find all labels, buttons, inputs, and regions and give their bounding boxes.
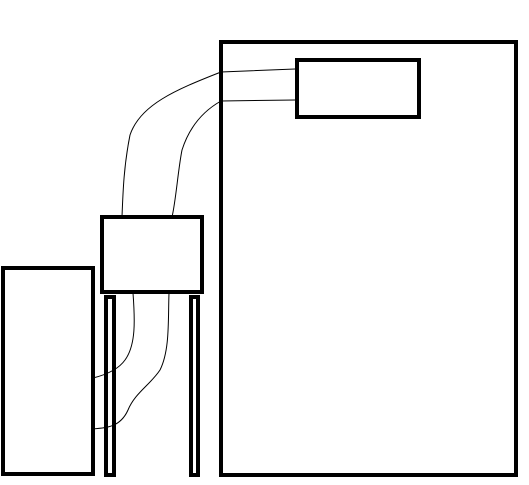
right-leg [189,295,200,477]
left-leg [104,295,116,477]
wire-bottom-outer [92,292,135,379]
wire-bottom-inner [90,292,170,430]
wire-top-outer [121,68,296,218]
left-tall-rectangle [1,266,95,476]
small-rectangle-top-right [295,58,421,119]
middle-rectangle [100,215,204,294]
large-rectangle [219,40,518,477]
wire-top-inner [171,99,296,218]
